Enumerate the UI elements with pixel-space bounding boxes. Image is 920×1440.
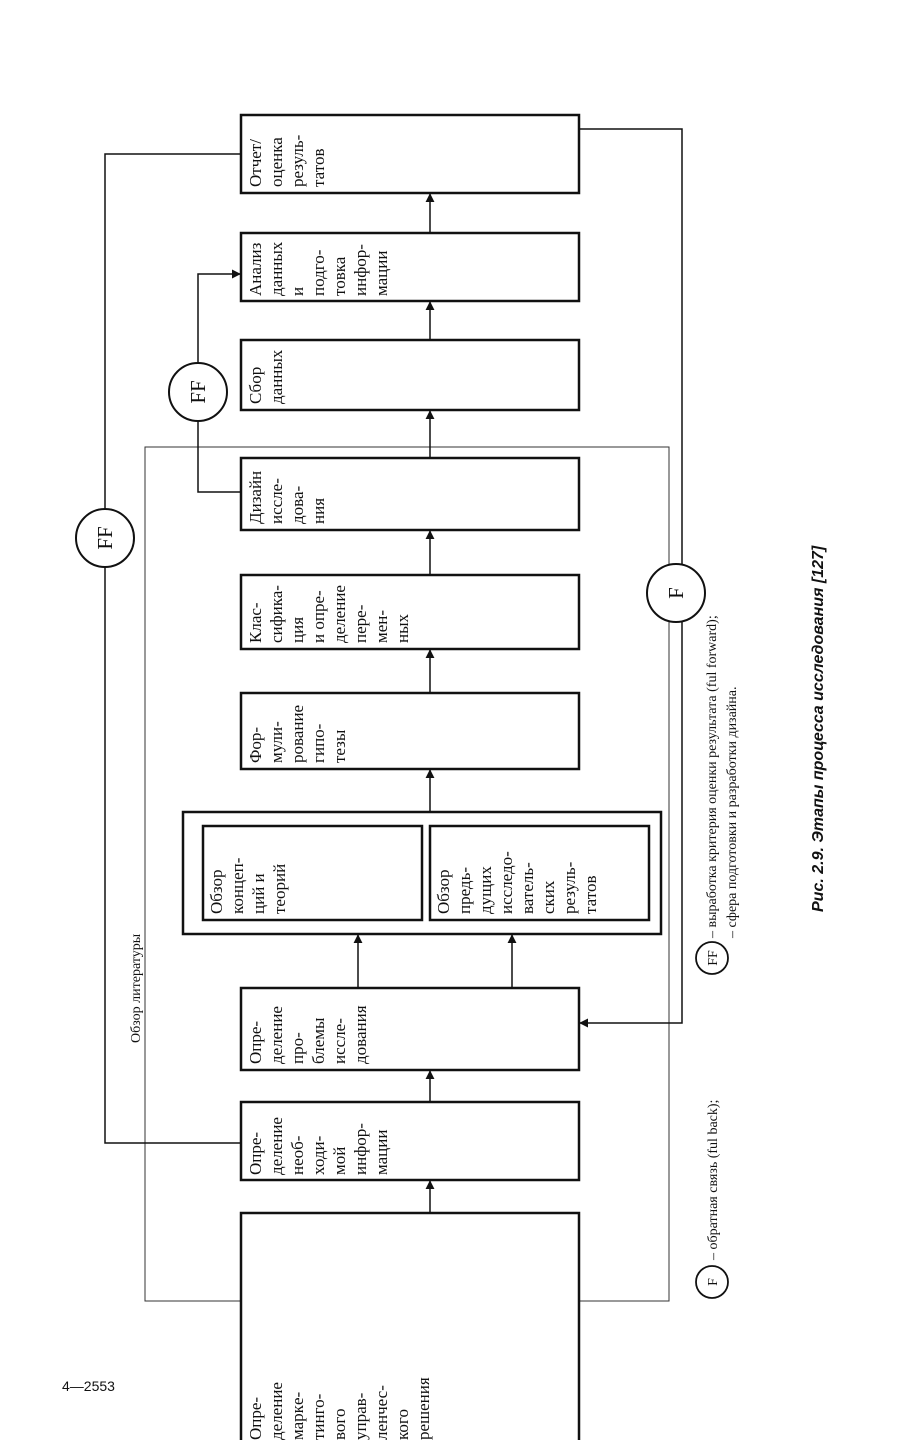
box-marketing-decision: [239, 1211, 581, 1440]
box-research-problem: [239, 986, 581, 1072]
legend-f-text: – обратная связь (ful back);: [706, 1100, 721, 1261]
f-circle-feedback: [646, 563, 706, 623]
ff-circle-left: [75, 508, 135, 568]
f-circle-feedback-label: F: [664, 587, 688, 599]
legend-f-circle: [695, 1265, 729, 1299]
ff-circle-left-label: FF: [93, 526, 117, 549]
box-concepts-theories: [201, 824, 424, 922]
figure-caption: Рис. 2.9. Этапы процесса исследования [1…: [810, 545, 827, 912]
legend: F – обратная связь (ful back); FF – выра…: [695, 615, 740, 1299]
box-previous-research: [428, 824, 651, 922]
literature-review-label: Обзор литературы: [129, 933, 144, 1043]
ff-circle-design-label: FF: [186, 380, 210, 403]
box-variables: [239, 573, 581, 651]
box-research-design: [239, 456, 581, 532]
legend-ff-line2: – сфера подготовки и разработки дизайна.: [725, 686, 740, 939]
legend-f-symbol: F: [706, 1278, 721, 1286]
box-data-analysis: [239, 231, 581, 303]
legend-ff-symbol: FF: [706, 950, 721, 966]
legend-ff-circle: [695, 941, 729, 975]
box-report: [239, 113, 581, 195]
box-required-information: [239, 1100, 581, 1182]
literature-double-frame: [181, 810, 663, 936]
ff-path-left: [104, 153, 241, 1144]
legend-ff-line1: – выработка критерия оценки результата (…: [705, 615, 720, 939]
box-data-collection: [239, 338, 581, 412]
page-number: 4—2553: [62, 1378, 115, 1394]
ff-circle-design: [168, 362, 228, 422]
box-hypothesis: [239, 691, 581, 771]
